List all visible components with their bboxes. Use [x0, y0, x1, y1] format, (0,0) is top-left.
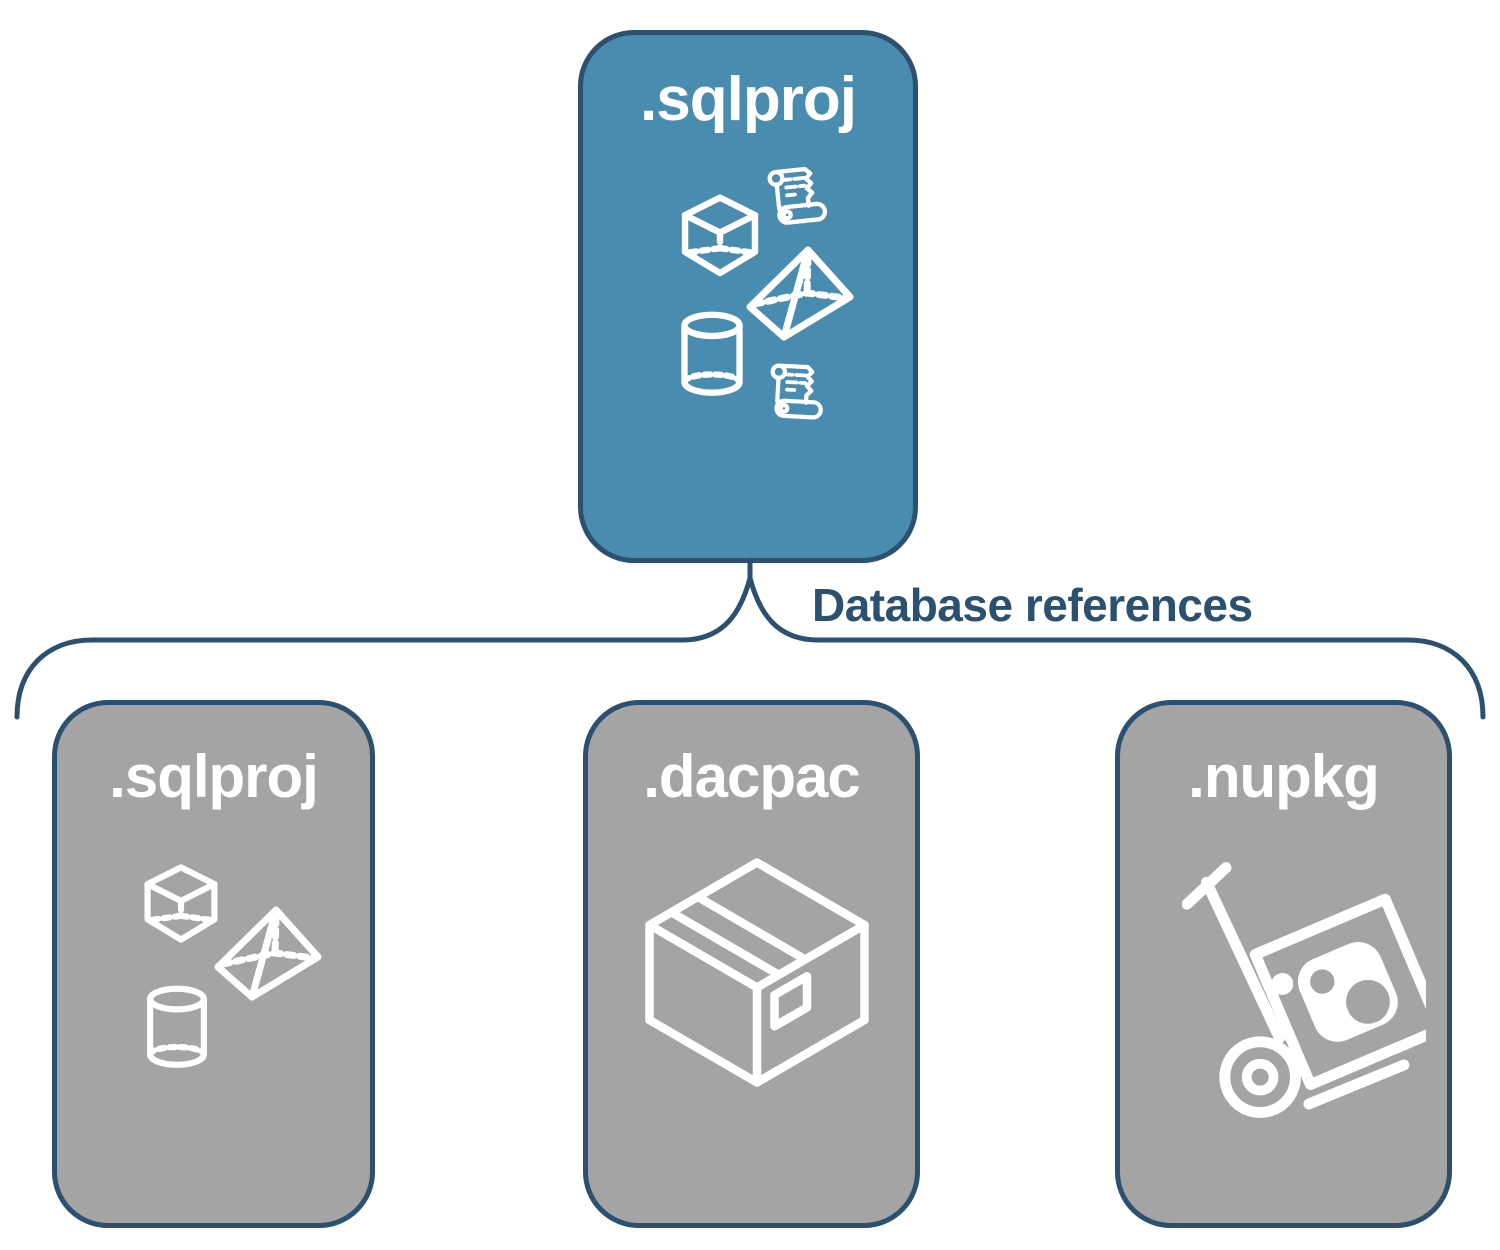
card-dacpac: .dacpac: [583, 700, 920, 1228]
cube-icon: [137, 863, 225, 951]
card-title: .dacpac: [643, 743, 860, 810]
pyramid-icon: [211, 905, 323, 1005]
card-title: .sqlproj: [109, 743, 319, 810]
cylinder-icon: [677, 311, 747, 399]
card-nupkg: .nupkg: [1115, 700, 1452, 1228]
card-sqlproj-root: .sqlproj: [578, 30, 918, 563]
card-title: .sqlproj: [640, 65, 857, 134]
scroll-icon: [762, 160, 837, 235]
package-box-icon: [632, 845, 882, 1110]
card-sqlproj-child: .sqlproj: [52, 700, 375, 1228]
cube-icon: [673, 193, 767, 285]
scroll-icon: [763, 358, 832, 427]
card-title: .nupkg: [1188, 743, 1380, 810]
nuget-dolly-icon: [1182, 853, 1426, 1121]
cylinder-icon: [143, 985, 211, 1071]
connector-label: Database references: [812, 579, 1253, 631]
pyramid-icon: [743, 245, 855, 345]
